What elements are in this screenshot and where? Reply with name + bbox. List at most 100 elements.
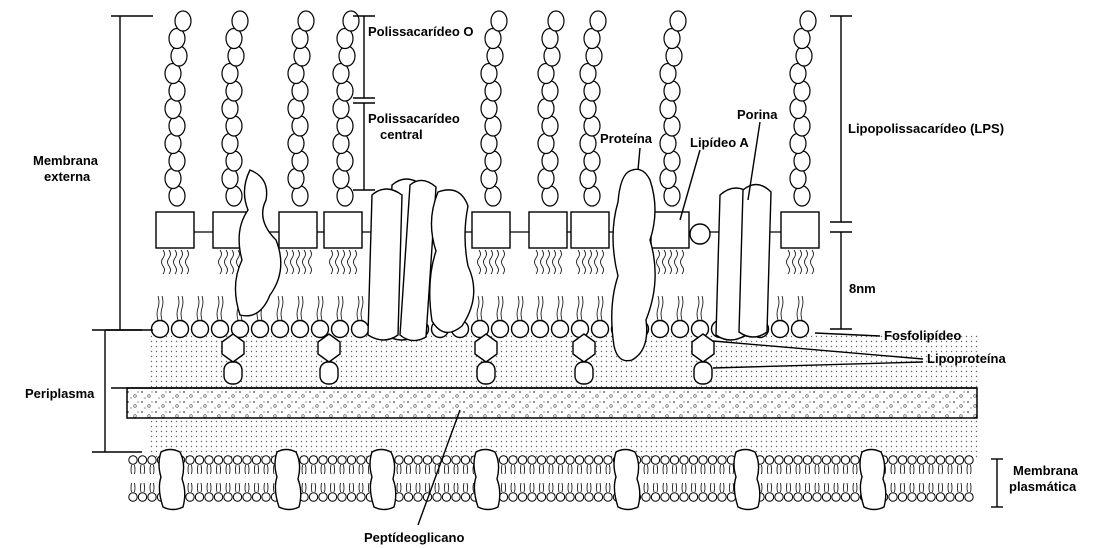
plasma-tail (606, 465, 610, 474)
plasma-membrane-protein (275, 450, 301, 510)
plasma-tail (188, 483, 192, 492)
plasma-tail (226, 483, 230, 492)
lipid-a-square (472, 212, 510, 248)
plasma-tail (245, 483, 249, 492)
polysaccharide-unit (337, 81, 353, 101)
lipid-a-tail (225, 250, 228, 274)
plasma-tail (435, 483, 439, 492)
plasma-tail (644, 465, 648, 474)
plasma-tail (359, 483, 363, 492)
plasma-tail (597, 465, 601, 474)
polysaccharide-unit (794, 151, 810, 171)
polysaccharide-unit (165, 169, 181, 189)
polysaccharide-unit (660, 134, 676, 154)
plasma-head-bottom (889, 493, 897, 501)
lipid-a-square (781, 212, 819, 248)
phospholipid-tail (217, 296, 223, 320)
phospholipid-head (652, 321, 669, 338)
plasma-head-top (832, 456, 840, 464)
plasma-tail (549, 483, 553, 492)
polysaccharide-unit (666, 46, 682, 66)
plasma-tail (587, 483, 591, 492)
plasma-tail (654, 483, 658, 492)
lipid-a-tail (330, 250, 333, 274)
plasma-tail (939, 483, 943, 492)
plasma-tail (312, 465, 316, 474)
plasma-head-bottom (803, 493, 811, 501)
plasma-tail (340, 483, 344, 492)
label-membrana-plasmatica-2: plasmática (1009, 479, 1077, 494)
polysaccharide-unit (485, 81, 501, 101)
plasma-membrane-protein (860, 450, 886, 510)
polysaccharide-unit (660, 99, 676, 119)
transmembrane-protein (235, 170, 280, 316)
plasma-tail (217, 483, 221, 492)
polysaccharide-unit (222, 134, 238, 154)
plasma-tail (340, 465, 344, 474)
plasma-tail (502, 483, 506, 492)
phospholipid-head (512, 321, 529, 338)
plasma-tail (350, 483, 354, 492)
leader-lipideo-a (680, 150, 700, 220)
plasma-tail (141, 483, 145, 492)
lipoprotein-anchor (575, 362, 593, 384)
plasma-tail (967, 483, 971, 492)
lipid-a-square (571, 212, 609, 248)
plasma-tail (559, 465, 563, 474)
lipid-a-tail (168, 250, 171, 274)
plasma-head-bottom (537, 493, 545, 501)
plasma-tail (701, 465, 705, 474)
lipid-a-tail (297, 250, 300, 274)
plasma-head-top (699, 456, 707, 464)
plasma-tail (901, 465, 905, 474)
plasma-head-top (338, 456, 346, 464)
lipid-a-tail (285, 250, 288, 274)
plasma-tail (711, 465, 715, 474)
polysaccharide-unit (226, 151, 242, 171)
polysaccharide-unit (584, 116, 600, 136)
plasma-head-top (518, 456, 526, 464)
plasma-head-bottom (404, 493, 412, 501)
plasma-tail (920, 483, 924, 492)
plasma-head-bottom (138, 493, 146, 501)
polysaccharide-unit (586, 46, 602, 66)
plasma-tail (207, 483, 211, 492)
plasma-head-bottom (917, 493, 925, 501)
plasma-head-top (775, 456, 783, 464)
plasma-tail (682, 483, 686, 492)
label-membrana-plasmatica-1: Membrana (1013, 463, 1079, 478)
polysaccharide-unit (664, 186, 680, 206)
phospholipid-head (332, 321, 349, 338)
lipid-a-tail (478, 250, 481, 274)
plasma-head-bottom (699, 493, 707, 501)
polysaccharide-unit (481, 169, 497, 189)
plasma-head-top (908, 456, 916, 464)
plasma-head-top (537, 456, 545, 464)
plasma-head-top (642, 456, 650, 464)
plasma-head-top (452, 456, 460, 464)
plasma-tail (701, 483, 705, 492)
polysaccharide-unit (580, 99, 596, 119)
polysaccharide-unit (538, 169, 554, 189)
phospholipid-tail (277, 296, 283, 320)
plasma-tail (198, 465, 202, 474)
phospholipid-head (592, 321, 609, 338)
plasma-head-bottom (936, 493, 944, 501)
plasma-head-bottom (357, 493, 365, 501)
lipid-a-tail (303, 250, 306, 274)
plasma-tail (568, 465, 572, 474)
plasma-tail (920, 465, 924, 474)
plasma-head-top (129, 456, 137, 464)
polysaccharide-unit (481, 134, 497, 154)
plasma-tail (150, 465, 154, 474)
plasma-tail (540, 483, 544, 492)
lipid-a-tail (309, 250, 312, 274)
phospholipid-tail (477, 296, 483, 320)
plasma-tail (331, 483, 335, 492)
plasma-tail (264, 465, 268, 474)
porin-cylinder (739, 184, 771, 337)
plasma-tail (454, 465, 458, 474)
plasma-head-bottom (680, 493, 688, 501)
polysaccharide-unit (165, 134, 181, 154)
